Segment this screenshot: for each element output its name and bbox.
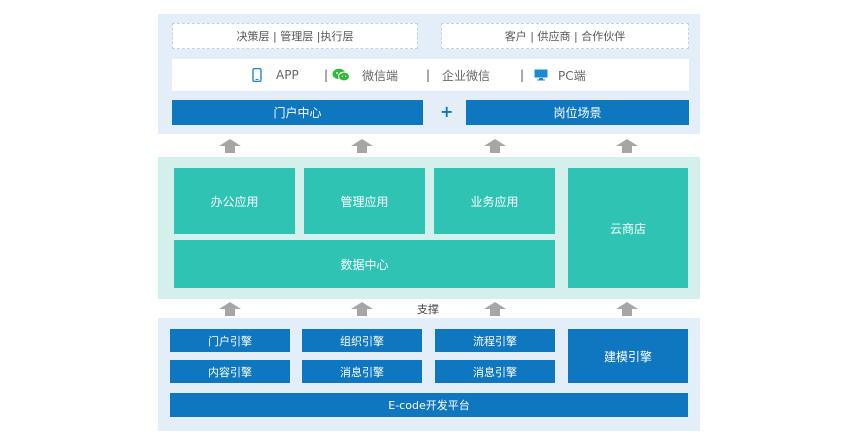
channel-app: APP: [252, 68, 299, 82]
business-application-box: 业务应用: [434, 168, 555, 234]
up-arrow-icon: [484, 139, 506, 153]
portal-center-bar: 门户中心: [172, 100, 423, 125]
up-arrow-icon: [219, 139, 241, 153]
channel-label: 企业微信: [442, 68, 491, 83]
channel-bar: APP | 微信端 | 企业微信 | PC端: [172, 59, 689, 91]
up-arrow-icon: [351, 302, 373, 316]
modeling-engine-box: 建模引擎: [568, 329, 688, 383]
external-users-box: 客户 | 供应商 | 合作伙伴: [441, 23, 689, 49]
up-arrow-icon: [616, 139, 638, 153]
cloud-store-box: 云商店: [568, 168, 688, 288]
position-scene-bar: 岗位场景: [466, 100, 689, 125]
mobile-phone-icon: [252, 68, 262, 82]
message-engine-box: 消息引擎: [302, 360, 422, 383]
organization-engine-box: 组织引擎: [302, 329, 422, 352]
portal-engine-box: 门户引擎: [170, 329, 290, 352]
content-engine-box: 内容引擎: [170, 360, 290, 383]
channel-wechat: 微信端: [332, 67, 398, 84]
up-arrow-icon: [616, 302, 638, 316]
management-application-box: 管理应用: [304, 168, 425, 234]
office-application-box: 办公应用: [174, 168, 295, 234]
channel-label: 微信端: [362, 68, 399, 83]
up-arrow-icon: [351, 139, 373, 153]
workflow-engine-box: 流程引擎: [435, 329, 555, 352]
channel-separator: |: [324, 68, 329, 82]
monitor-icon: [534, 69, 548, 81]
channel-label: PC端: [558, 68, 586, 83]
up-arrow-icon: [484, 302, 506, 316]
channel-pc: PC端: [534, 67, 586, 84]
channel-separator: |: [520, 68, 525, 82]
message-engine-box: 消息引擎: [435, 360, 555, 383]
wechat-icon: [332, 68, 350, 82]
plus-sign: +: [440, 102, 454, 121]
data-center-box: 数据中心: [174, 240, 555, 288]
support-label: 支撑: [417, 303, 439, 316]
up-arrow-icon: [219, 302, 241, 316]
ecode-platform-bar: E-code开发平台: [170, 393, 688, 417]
channel-label: APP: [276, 68, 299, 82]
channel-enterprise-wechat: 企业微信: [442, 67, 490, 84]
channel-separator: |: [426, 68, 431, 82]
internal-users-box: 决策层 | 管理层 |执行层: [172, 23, 418, 49]
